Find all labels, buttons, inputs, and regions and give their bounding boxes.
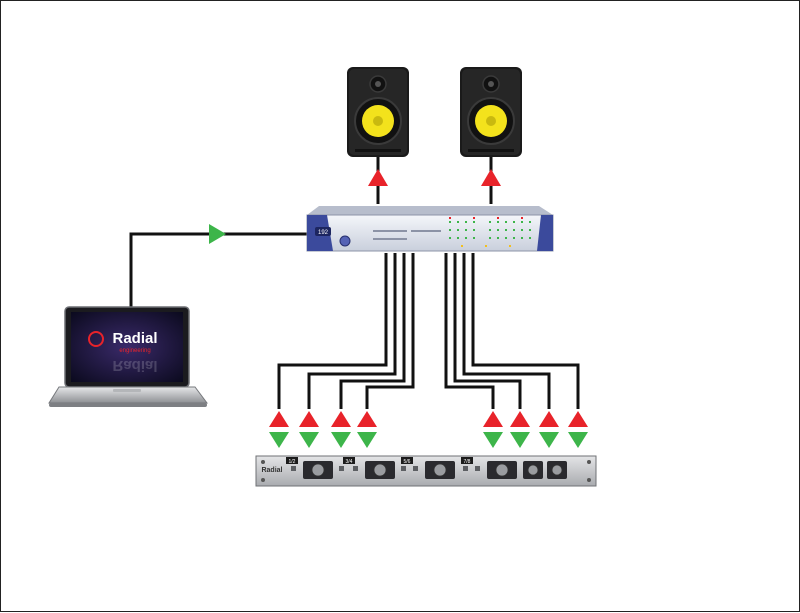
cables <box>129 157 580 409</box>
triangle-up-icon <box>299 411 319 427</box>
cable-right-4 <box>471 253 580 409</box>
triangle-down-icon <box>539 432 559 448</box>
studio-monitor-icon <box>347 67 409 157</box>
laptop-screen-logo-text: Radial <box>112 330 157 347</box>
cable-right-2 <box>453 253 522 409</box>
radial-logo-icon <box>88 331 104 347</box>
rack-processor: Radial 1/2 3/4 5/6 7/8 <box>255 455 597 487</box>
triangle-down-icon <box>299 432 319 448</box>
rack-channel-label: 1/2 <box>289 459 296 465</box>
cable-left-3 <box>339 253 406 409</box>
studio-monitor-icon <box>460 67 522 157</box>
triangle-up-icon <box>483 411 503 427</box>
triangle-down-icon <box>483 432 503 448</box>
cable-left-4 <box>365 253 415 409</box>
laptop: Radial engineering Radial <box>48 306 208 407</box>
led-meters <box>449 221 531 239</box>
triangle-down-icon <box>568 432 588 448</box>
triangle-down-icon <box>331 432 351 448</box>
cable-left-2 <box>307 253 397 409</box>
audio-interface-icon <box>306 206 554 252</box>
cable-right-3 <box>462 253 551 409</box>
triangle-up-icon <box>269 411 289 427</box>
speaker-left <box>347 67 409 157</box>
triangle-down-icon <box>357 432 377 448</box>
cable-left-1 <box>277 253 388 409</box>
triangle-up-icon <box>568 411 588 427</box>
laptop-screen-reflection: Radial <box>112 357 157 374</box>
triangle-down-icon <box>269 432 289 448</box>
rack-channel-label: 7/8 <box>464 459 471 465</box>
triangle-up-icon <box>481 169 501 186</box>
triangle-down-icon <box>510 432 530 448</box>
triangle-right-icon <box>209 224 226 244</box>
arrows <box>209 169 588 448</box>
laptop-icon <box>48 306 208 407</box>
rack-processor-icon <box>255 455 597 487</box>
audio-interface: 192 <box>306 206 554 252</box>
speaker-right <box>460 67 522 157</box>
cable-right-1 <box>444 253 495 409</box>
cable-laptop <box>129 232 309 307</box>
rack-channel-label: 5/6 <box>404 459 411 465</box>
interface-badge: 192 <box>318 230 329 236</box>
rack-channel-label: 3/4 <box>346 459 353 465</box>
triangle-up-icon <box>357 411 377 427</box>
rack-brand-label: Radial <box>261 467 282 474</box>
triangle-up-icon <box>510 411 530 427</box>
triangle-up-icon <box>368 169 388 186</box>
triangle-up-icon <box>331 411 351 427</box>
laptop-screen-subtext: engineering <box>119 348 150 354</box>
triangle-up-icon <box>539 411 559 427</box>
